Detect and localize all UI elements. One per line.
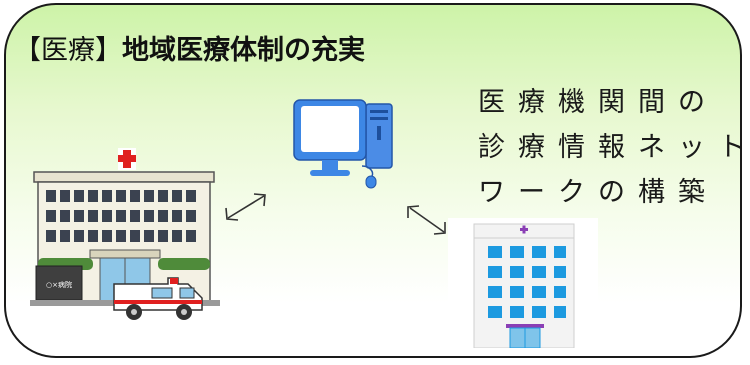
description-line-1: 医療機関間の bbox=[478, 87, 718, 118]
double-arrow-icon bbox=[407, 205, 446, 235]
description-line-3: ワークの構築 bbox=[478, 177, 718, 208]
title-bracket-open: 【 bbox=[14, 35, 41, 66]
title-main: 地域医療体制の充実 bbox=[122, 35, 365, 66]
title-tag: 医療 bbox=[41, 35, 95, 66]
computer-icon bbox=[293, 99, 393, 189]
description-text: 医療機関間の 診療情報ネット ワークの構築 bbox=[478, 80, 750, 215]
description-line-2: 診療情報ネット bbox=[478, 132, 750, 163]
clinic-icon bbox=[448, 218, 598, 348]
hospital-sign-text: ○×病院 bbox=[46, 280, 72, 289]
title-bracket-close: 】 bbox=[95, 35, 122, 66]
double-arrow-icon bbox=[225, 193, 266, 221]
diagram-title: 【医療】地域医療体制の充実 bbox=[14, 28, 365, 67]
ambulance-icon bbox=[113, 277, 203, 320]
